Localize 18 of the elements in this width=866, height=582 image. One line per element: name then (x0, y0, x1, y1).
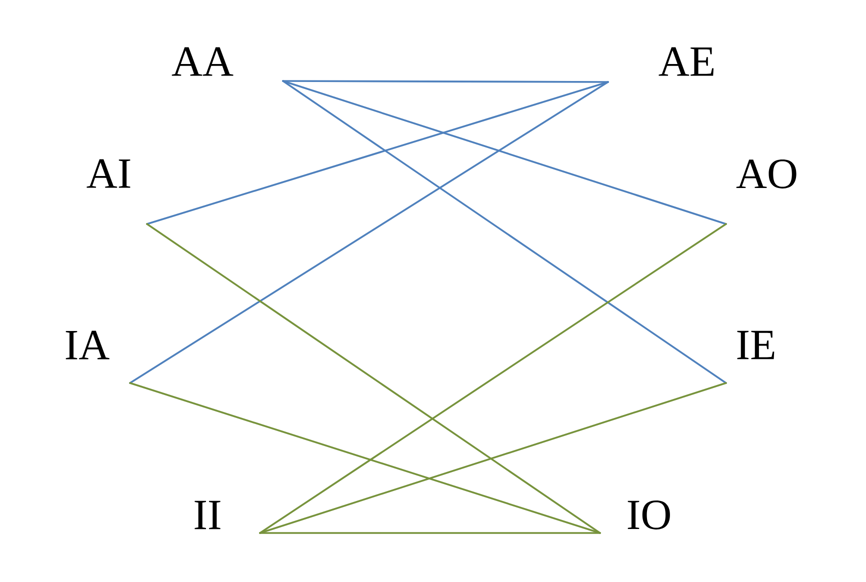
connector-line (129, 382, 601, 534)
node-label: IO (628, 500, 670, 530)
connector-line (259, 382, 727, 534)
connector-line (259, 532, 601, 534)
connector-line (129, 81, 609, 384)
connector-line (282, 80, 609, 83)
connector-line (146, 223, 601, 534)
node-label: II (194, 500, 220, 530)
connector-line (259, 223, 727, 534)
node-label: AI (86, 159, 130, 188)
node-label: IE (737, 330, 774, 360)
connector-line (146, 81, 609, 225)
connector-line (282, 80, 727, 225)
node-label: AO (736, 160, 796, 188)
node-label: AA (172, 47, 234, 76)
node-label: AE (658, 47, 714, 76)
connector-line (282, 80, 727, 384)
node-label: IA (66, 330, 110, 360)
